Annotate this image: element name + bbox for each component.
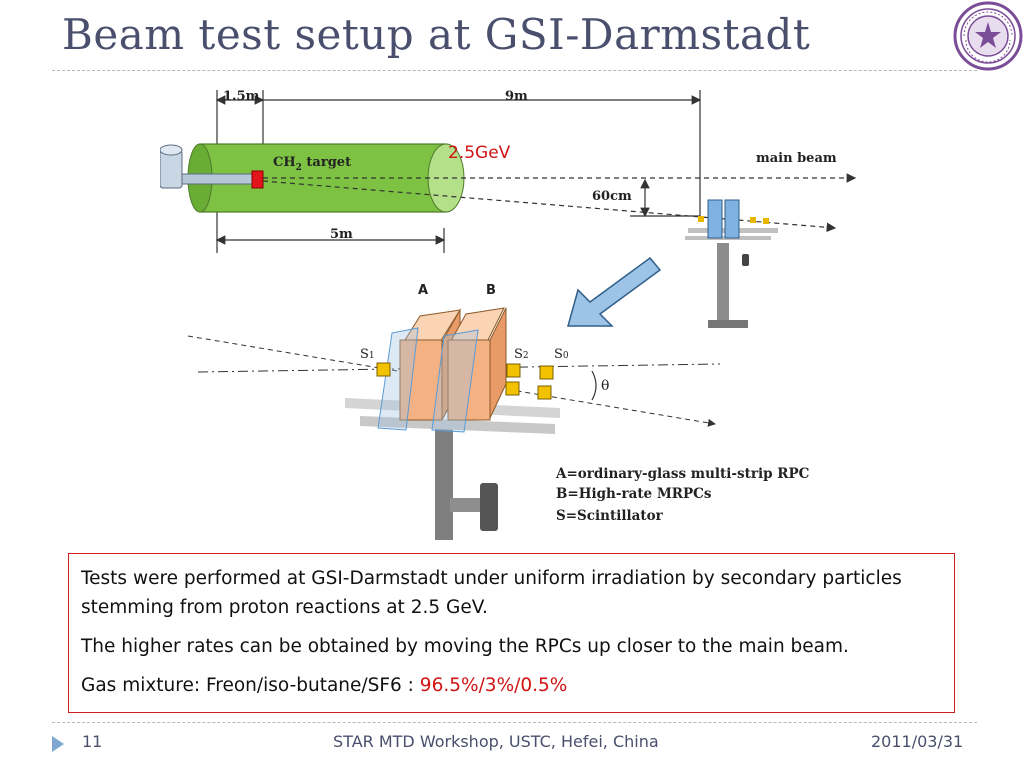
university-seal-logo: [953, 1, 1023, 71]
main-beam-label: main beam: [756, 151, 837, 166]
description-line-3: Gas mixture: Freon/iso-butane/SF6 : 96.5…: [81, 675, 568, 696]
zoom-arrow: [567, 256, 662, 327]
label-s1: S1: [360, 347, 375, 362]
footer-divider: [52, 722, 977, 723]
label-s0: S0: [554, 347, 569, 362]
ch2-target-cylinder: [159, 143, 465, 213]
rpc-b: [447, 307, 507, 421]
play-triangle-icon: [52, 736, 64, 752]
detector-stand-small: [685, 199, 778, 328]
legend-b: B=High-rate MRPCs: [556, 486, 712, 502]
beam-lines: [262, 173, 857, 233]
label-s2: S2: [514, 347, 529, 362]
theta-label: θ: [601, 378, 609, 394]
description-box: Tests were performed at GSI-Darmstadt un…: [68, 553, 955, 713]
label-b: B: [486, 283, 496, 298]
footer-event: STAR MTD Workshop, USTC, Hefei, China: [333, 732, 659, 751]
footer-date: 2011/03/31: [871, 732, 964, 751]
legend-a: A=ordinary-glass multi-strip RPC: [555, 466, 810, 482]
detail-view: [187, 307, 721, 540]
description-line-2: The higher rates can be obtained by movi…: [81, 636, 849, 657]
dim-5m-label: 5m: [330, 227, 353, 242]
legend-s: S=Scintillator: [556, 508, 664, 524]
page-number: 11: [82, 732, 103, 751]
dim-1-5m-label: 1.5m: [223, 89, 260, 104]
target-label: CH2 target: [273, 155, 351, 173]
page-title: Beam test setup at GSI-Darmstadt: [62, 10, 811, 59]
gas-mixture-value: 96.5%/3%/0.5%: [419, 675, 568, 696]
label-a: A: [418, 283, 428, 298]
beam-setup-figure: 1.5m 9m 5m 60cm CH2 target 2.5GeV main b…: [159, 78, 864, 552]
dim-60cm-label: 60cm: [592, 189, 632, 204]
dim-9m-label: 9m: [505, 89, 528, 104]
title-divider: [52, 70, 977, 71]
description-line-1: Tests were performed at GSI-Darmstadt un…: [81, 568, 902, 618]
energy-label: 2.5GeV: [448, 143, 511, 163]
